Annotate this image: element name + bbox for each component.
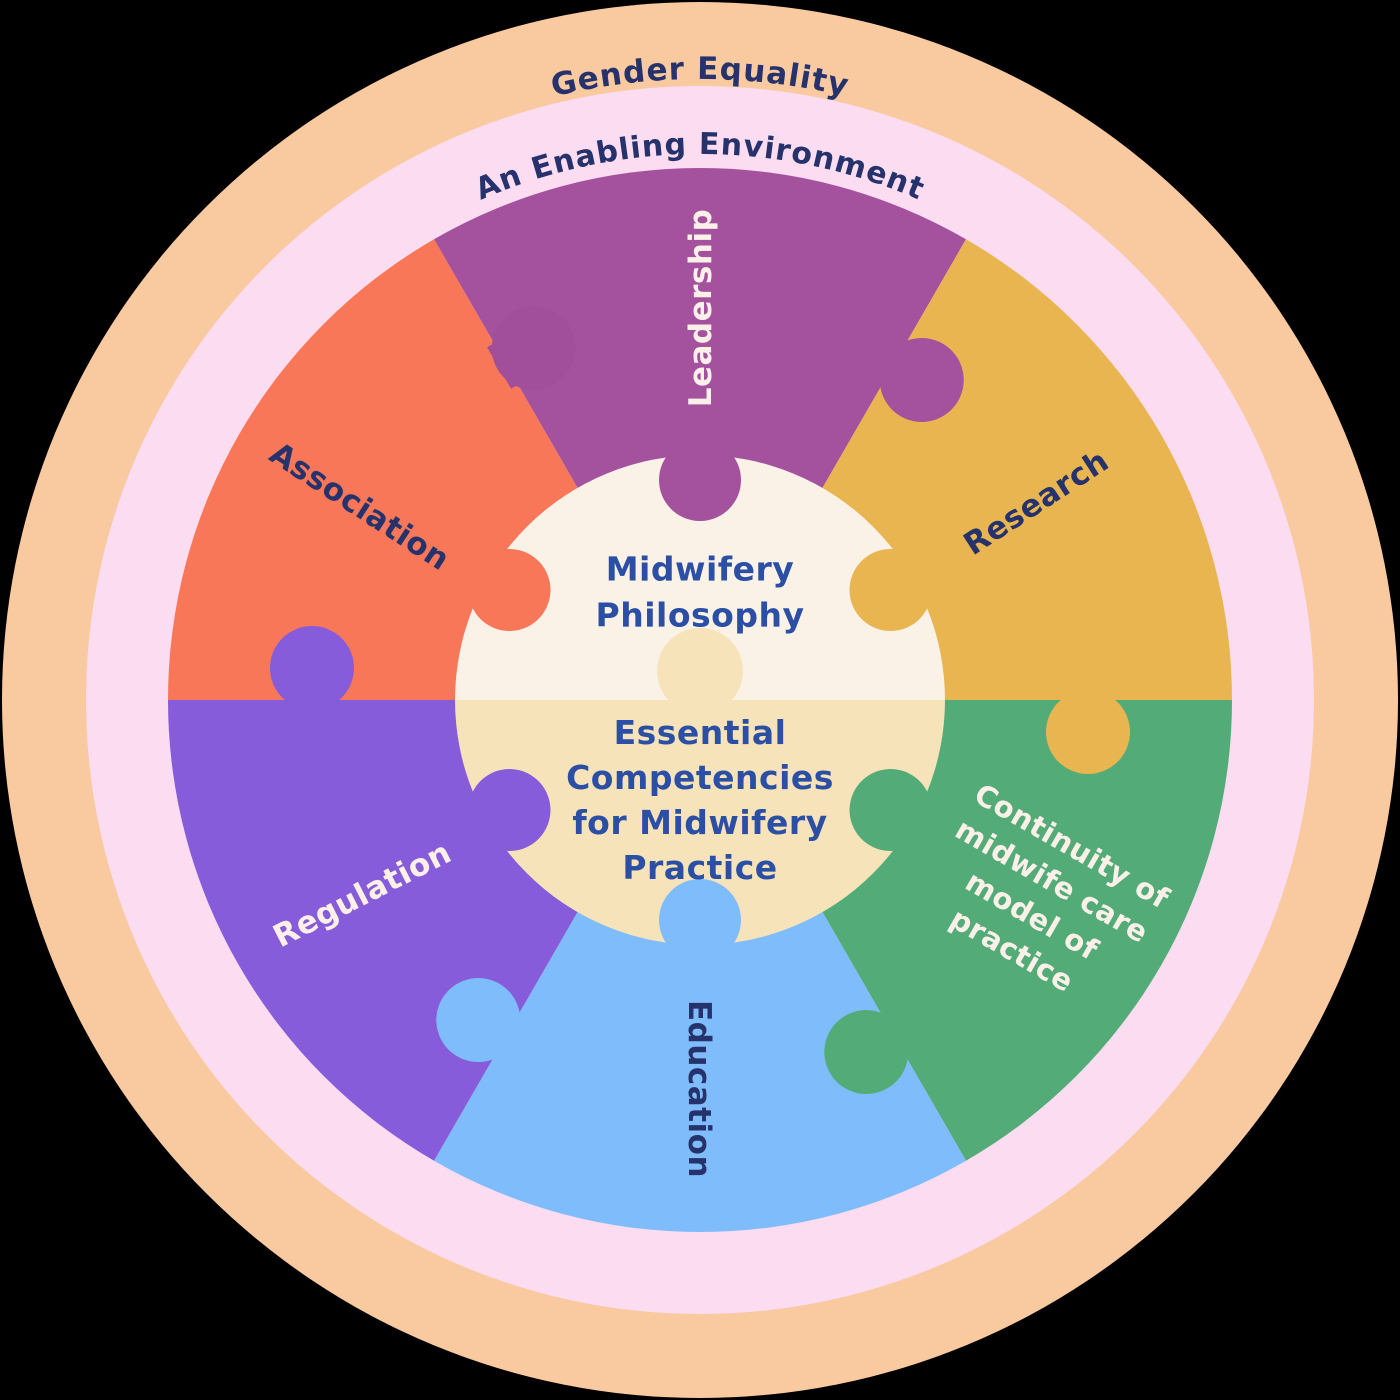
inner-knob-research (849, 548, 939, 631)
edge-knob-head (491, 305, 576, 390)
label-essential-competencies-line: for Midwifery (572, 803, 827, 842)
inner-knob-head (468, 549, 551, 631)
label-midwifery-philosophy-line: Philosophy (596, 596, 805, 635)
edge-knob-research (1046, 690, 1130, 774)
edge-knob-head (436, 978, 521, 1063)
label-leadership-line: Leadership (683, 209, 719, 408)
center-knob (657, 628, 743, 718)
label-midwifery-philosophy-line: Midwifery (606, 550, 795, 589)
label-essential-competencies-line: Essential (614, 713, 787, 752)
edge-knob-head (879, 337, 964, 422)
inner-knob-head (659, 879, 741, 961)
edge-knob-association (487, 305, 576, 390)
label-essential-competencies-line: Competencies (566, 758, 834, 797)
inner-knob-continuity (849, 769, 939, 852)
label-leadership: Leadership (683, 209, 719, 408)
center-essential-competencies (455, 700, 945, 945)
inner-knob-association (461, 548, 551, 631)
inner-knob-head (659, 439, 741, 521)
label-education: Education (681, 1000, 717, 1178)
edge-knob-head (1046, 690, 1130, 774)
inner-knob-education (659, 879, 741, 962)
edge-knob-head (270, 626, 354, 710)
inner-knob-head (468, 769, 551, 851)
inner-knob-regulation (461, 769, 551, 852)
label-education-line: Education (681, 1000, 717, 1178)
inner-knob-head (849, 769, 932, 851)
edge-knob-leadership (875, 337, 964, 422)
edge-knob-continuity (824, 1010, 913, 1095)
segment-leadership (434, 167, 966, 700)
edge-knob-regulation (270, 626, 354, 710)
segment-education (434, 700, 966, 1232)
inner-knob-head (849, 549, 932, 631)
label-essential-competencies-line: Practice (622, 848, 777, 887)
inner-knob-leadership (659, 438, 741, 521)
center-midwifery-philosophy (455, 455, 945, 700)
edge-knob-education (436, 978, 525, 1063)
center-knob-neck (677, 690, 723, 718)
edge-knob-head (824, 1010, 909, 1095)
